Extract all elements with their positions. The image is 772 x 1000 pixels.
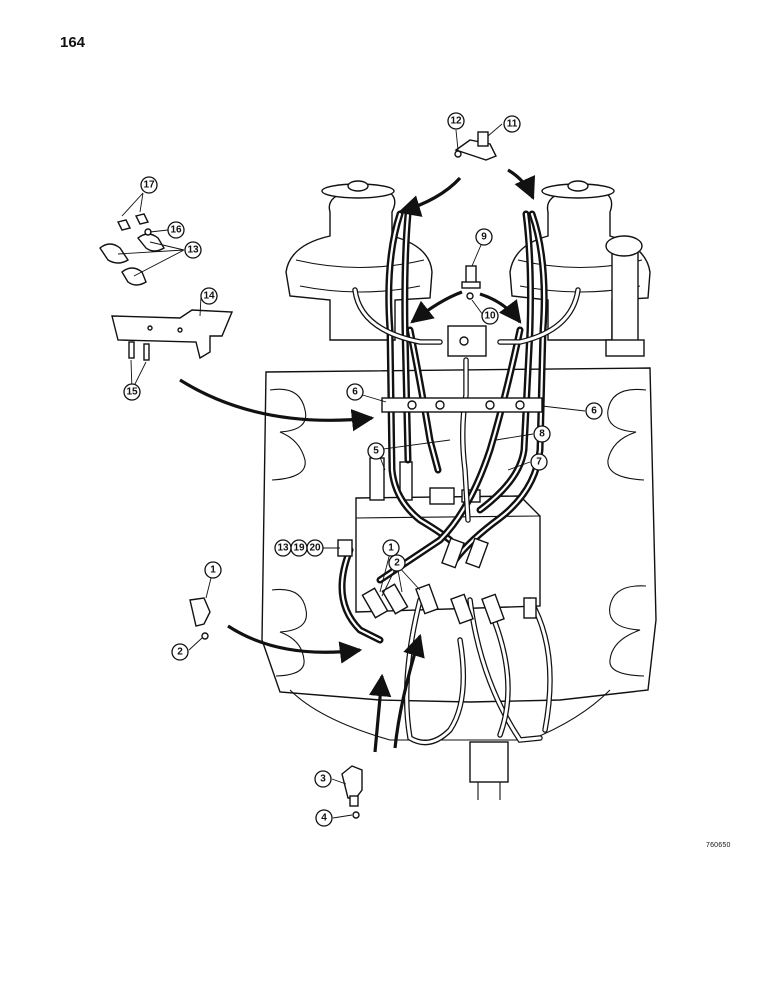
callout-label: 9: [481, 232, 487, 243]
callout-1-valve: 1: [382, 539, 400, 557]
callout-6-left: 6: [346, 383, 364, 401]
callout-label: 13: [187, 245, 199, 256]
callout-label: 15: [126, 387, 138, 398]
callout-1-left: 1: [204, 561, 222, 579]
callout-11: 11: [503, 115, 521, 133]
callout-16: 16: [167, 221, 185, 239]
elbow-fitting-lower: [341, 765, 363, 819]
callout-19: 19: [290, 539, 308, 557]
callout-label: 16: [170, 225, 182, 236]
callout-7: 7: [530, 453, 548, 471]
callout-17: 17: [140, 176, 158, 194]
callout-label: 6: [352, 387, 358, 398]
callout-15: 15: [123, 383, 141, 401]
callout-12: 12: [447, 112, 465, 130]
callout-20: 20: [306, 539, 324, 557]
callout-label: 1: [210, 565, 216, 576]
callout-label: 12: [450, 116, 462, 127]
callout-label: 2: [394, 558, 400, 569]
callout-9: 9: [475, 228, 493, 246]
callout-label: 13: [277, 543, 289, 554]
callout-4: 4: [315, 809, 333, 827]
callout-14: 14: [200, 287, 218, 305]
hydraulic-hoses: [337, 210, 581, 746]
mounting-bracket: [111, 309, 234, 361]
callout-label: 11: [507, 119, 518, 130]
drawing-code: 760650: [706, 842, 731, 849]
callout-8: 8: [533, 425, 551, 443]
callout-3: 3: [314, 770, 332, 788]
callout-label: 4: [321, 813, 327, 824]
callout-13-valve: 13: [274, 539, 292, 557]
assembly-arrows: [179, 168, 536, 753]
callout-13: 13: [184, 241, 202, 259]
callout-label: 8: [539, 429, 545, 440]
center-fitting: [461, 265, 481, 300]
callout-label: 17: [143, 180, 155, 191]
clamps-and-nuts: [99, 213, 165, 286]
callout-label: 1: [388, 543, 394, 554]
callout-label: 6: [591, 406, 597, 417]
page-number: 164: [60, 34, 86, 51]
callout-label: 14: [203, 291, 215, 302]
callout-2-valve: 2: [388, 554, 406, 572]
top-fitting: [454, 131, 497, 161]
elbow-fitting-left: [189, 597, 211, 640]
callout-5: 5: [367, 442, 385, 460]
callout-label: 3: [320, 774, 326, 785]
callout-label: 19: [293, 543, 305, 554]
callout-2-left: 2: [171, 643, 189, 661]
callout-label: 20: [309, 543, 321, 554]
callout-label: 7: [536, 457, 542, 468]
callout-label: 10: [484, 311, 496, 322]
callout-label: 2: [177, 647, 183, 658]
callout-6-right: 6: [585, 402, 603, 420]
callout-label: 5: [373, 446, 379, 457]
callout-10: 10: [481, 307, 499, 325]
